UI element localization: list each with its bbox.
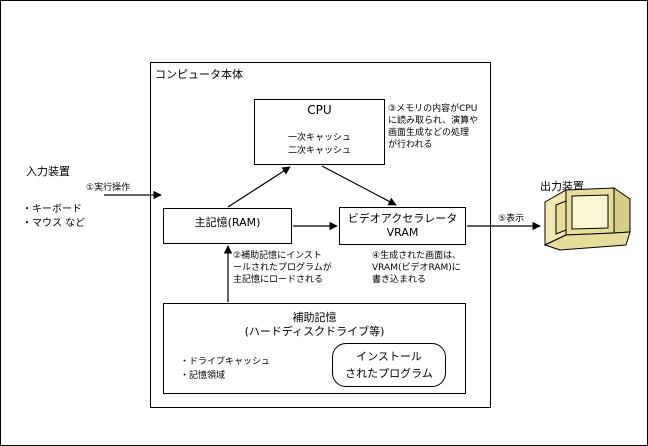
note-step3-line2: に読み取られ、演算や xyxy=(388,116,479,126)
note-step2-line2: ールされたプログラムが xyxy=(233,263,332,273)
cpu-label: CPU xyxy=(307,103,332,117)
arrow-ram-to-cpu xyxy=(227,166,291,208)
ram-label: 主記憶(RAM) xyxy=(194,216,261,229)
note-step5-display: ⑤表示 xyxy=(498,214,525,224)
note-step4-line3: 書き込まれる xyxy=(372,275,427,285)
computer-body-title: コンピュータ本体 xyxy=(155,68,243,81)
note-step4-line1: ④生成された画面は、 xyxy=(372,251,462,261)
note-step2-line3: 主記憶にロードされる xyxy=(233,275,324,285)
ram-box xyxy=(163,208,292,244)
monitor-icon xyxy=(543,187,631,251)
installed-program-box xyxy=(332,343,446,387)
note-step3-line3: 画面生成などの処理 xyxy=(388,128,470,138)
note-step4-line2: VRAM(ビデオRAM)に xyxy=(372,263,461,273)
aux-storage-title: 補助記憶 xyxy=(292,311,337,324)
note-step2-line1: ②補助記憶にインスト xyxy=(233,251,322,261)
note-step3-line4: が行われる xyxy=(388,140,433,150)
note-step3-line1: ③メモリの内容がCPU xyxy=(388,104,478,114)
aux-item-drive-cache: ・ドライブキャッシュ xyxy=(180,357,271,367)
aux-item-storage-area: ・記憶領域 xyxy=(180,371,226,381)
installed-program-line1: インストール xyxy=(356,350,422,363)
aux-storage-subtitle: (ハードディスクドライブ等) xyxy=(244,325,385,338)
vram-label: VRAM xyxy=(386,226,419,239)
step1-exec-op: ①実行操作 xyxy=(86,183,131,193)
video-accelerator-label: ビデオアクセラレータ xyxy=(347,212,458,225)
video-accelerator-box xyxy=(339,207,466,245)
installed-program-line2: されたプログラム xyxy=(345,367,433,380)
cpu-box xyxy=(254,99,385,165)
input-bullet-mouse: ・マウス など xyxy=(22,218,86,229)
input-device-label: 入力装置 xyxy=(26,165,70,178)
arrow-cpu-to-video xyxy=(321,165,397,206)
cpu-cache1: 一次キャッシュ xyxy=(287,133,351,143)
input-bullet-keyboard: ・キーボード xyxy=(22,204,82,215)
cpu-cache2: 二次キャッシュ xyxy=(287,146,351,156)
